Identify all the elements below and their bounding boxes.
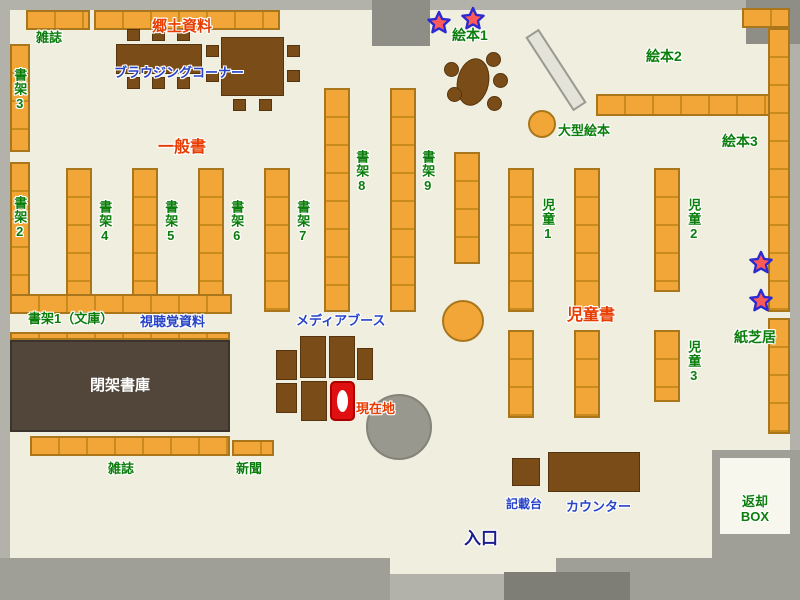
browsing-table-2 xyxy=(221,37,284,96)
chair xyxy=(259,99,272,111)
counter-desk xyxy=(548,452,640,492)
entrance-opening xyxy=(390,558,556,574)
bookshelf-3 xyxy=(10,44,30,152)
kamishibai-label: 紙芝居 xyxy=(734,329,776,345)
magazines-bottom-label: 雑誌 xyxy=(108,461,135,476)
bookshelf-magazines-bottom xyxy=(30,436,230,456)
bookshelf-children-lower-a xyxy=(508,330,534,418)
return-box-label-2: BOX xyxy=(740,508,770,524)
counter-label: カウンター xyxy=(566,499,632,514)
bookshelf-mid xyxy=(454,152,480,264)
round-table xyxy=(442,300,484,342)
bookshelf-picture-books-2 xyxy=(596,94,770,116)
writing-desk-label: 記載台 xyxy=(506,497,543,511)
return-box-area: 返却 BOX xyxy=(720,458,790,534)
media-booth-unit xyxy=(301,381,327,421)
chair xyxy=(233,99,246,111)
star-icon xyxy=(749,288,773,312)
chair xyxy=(206,70,219,82)
chair xyxy=(287,70,300,82)
chair xyxy=(127,29,140,41)
shelf-4-label: 書架4 xyxy=(97,200,113,244)
browsing-table-1 xyxy=(116,44,202,74)
chair xyxy=(127,77,140,89)
current-location-label: 現在地 xyxy=(356,401,396,416)
shelf-7-label: 書架7 xyxy=(295,200,311,244)
star-icon xyxy=(749,250,773,274)
star-icon xyxy=(427,10,451,34)
media-booth-unit xyxy=(300,336,326,378)
star-icon xyxy=(461,6,485,30)
chair xyxy=(287,45,300,57)
local-history-label: 郷土資料 xyxy=(152,18,213,35)
chair xyxy=(177,29,190,41)
bookshelf-7 xyxy=(264,168,290,312)
pillar xyxy=(366,394,432,460)
bookshelf-strip xyxy=(10,332,230,340)
chair xyxy=(152,29,165,41)
large-picture-books-stand xyxy=(528,110,556,138)
shelf-8-label: 書架8 xyxy=(354,150,370,194)
writing-desk xyxy=(512,458,540,486)
picture-books-3-label: 絵本3 xyxy=(722,133,758,149)
bookshelf-children-2 xyxy=(654,168,680,292)
bookshelf-children-3 xyxy=(654,330,680,402)
bookshelf-8 xyxy=(324,88,350,312)
current-location-marker xyxy=(330,381,355,421)
chair xyxy=(177,77,190,89)
newspaper-label: 新聞 xyxy=(236,461,263,476)
media-booth-unit xyxy=(276,350,297,380)
chair xyxy=(206,45,219,57)
wall-bottom-left xyxy=(0,558,390,600)
closed-stacks-room: 閉架書庫 xyxy=(10,340,230,432)
large-picture-books-label: 大型絵本 xyxy=(558,123,611,138)
return-box-label: 返却 xyxy=(741,494,768,510)
bookshelf-children-1 xyxy=(508,168,534,312)
bookshelf-children-lower-b xyxy=(574,330,600,418)
bookshelf-9 xyxy=(390,88,416,312)
bookshelf-4 xyxy=(66,168,92,312)
children-1-label: 児童1 xyxy=(540,198,556,242)
closed-stacks-label: 閉架書庫 xyxy=(89,376,150,394)
bookshelf-6 xyxy=(198,168,224,312)
shelf-3-label: 書架3 xyxy=(12,68,28,112)
general-books-label: 一般書 xyxy=(158,139,207,156)
kids-chair xyxy=(487,96,502,111)
children-3-label: 児童3 xyxy=(686,340,702,384)
kids-chair xyxy=(444,62,459,77)
bookshelf-picture-books-3 xyxy=(768,28,790,312)
media-booth-label: メディアブース xyxy=(296,313,386,328)
bookshelf-5 xyxy=(132,168,158,312)
shelf-2-label: 書架2 xyxy=(12,196,28,240)
kids-chair xyxy=(486,52,501,67)
bookshelf-newspaper xyxy=(232,440,274,456)
wall-top-block xyxy=(372,0,430,46)
kids-chair xyxy=(447,87,462,102)
shelf-9-label: 書架9 xyxy=(420,150,436,194)
audio-visual-label: 視聴覚資料 xyxy=(140,314,206,329)
bookshelf-1-bunko xyxy=(10,294,232,314)
picture-books-1-label: 絵本1 xyxy=(452,27,488,43)
current-location-seat xyxy=(337,390,348,412)
media-booth-unit xyxy=(357,348,373,380)
bookshelf-magazines-top xyxy=(26,10,90,30)
bookshelf-children-mid xyxy=(574,168,600,312)
magazines-top-label: 雑誌 xyxy=(36,30,63,45)
shelf-1-bunko-label: 書架1（文庫） xyxy=(28,311,114,326)
children-books-label: 児童書 xyxy=(567,307,616,324)
kids-chair xyxy=(493,73,508,88)
browsing-corner-label: ブラウジングコーナー xyxy=(114,65,245,80)
bookshelf-top-right xyxy=(742,8,790,28)
chair xyxy=(152,77,165,89)
entrance-mat xyxy=(504,572,630,600)
shelf-5-label: 書架5 xyxy=(163,200,179,244)
bookshelf-kamishibai xyxy=(768,318,790,434)
media-booth-unit xyxy=(276,383,297,413)
children-2-label: 児童2 xyxy=(686,198,702,242)
media-booth-unit xyxy=(329,336,355,378)
entrance-label: 入口 xyxy=(464,529,498,548)
picture-books-2-label: 絵本2 xyxy=(646,48,682,64)
shelf-6-label: 書架6 xyxy=(229,200,245,244)
